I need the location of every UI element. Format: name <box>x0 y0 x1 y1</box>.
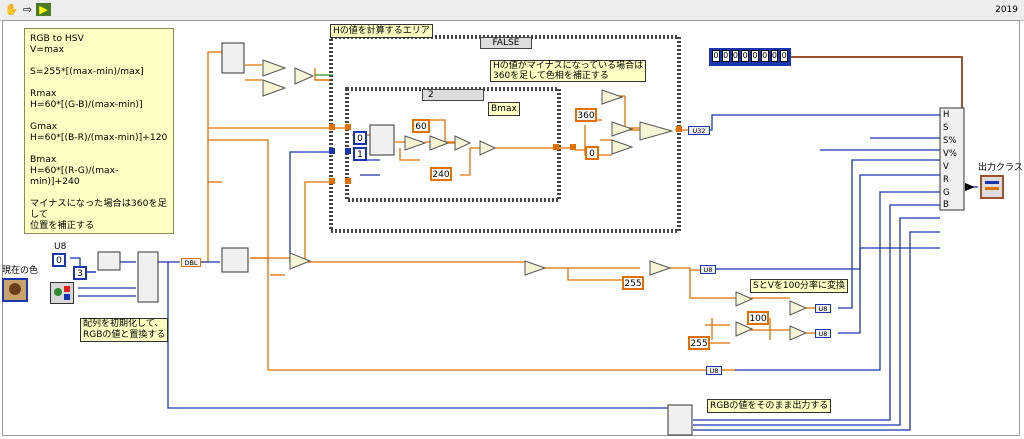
arrow-icon[interactable]: ⇨ <box>22 3 33 16</box>
bundle-field-v-percent: V% <box>943 149 957 159</box>
bundle-field-g: G <box>943 188 950 198</box>
function-nodes <box>262 59 808 341</box>
array-nodes <box>97 42 965 436</box>
bmax-label: Bmax <box>488 102 520 116</box>
digit: 0 <box>760 50 769 62</box>
u8-tag-d: U8 <box>706 366 722 375</box>
array-init-label: 配列を初期化して、 RGBの値と置換する <box>80 318 169 342</box>
digit: 0 <box>731 50 740 62</box>
diagram-frame <box>2 20 1020 436</box>
digit: 0 <box>741 50 749 62</box>
cluster-row-icon <box>985 187 999 190</box>
blue-swatch-icon <box>64 294 70 300</box>
output-cluster-label: 出力クラスタ <box>978 163 1024 173</box>
version-label: 2019 <box>995 5 1018 15</box>
constant-three-sixty[interactable]: 360 <box>575 108 597 122</box>
constant-hundred[interactable]: 100 <box>747 311 769 325</box>
bundle-field-s-percent: S% <box>943 136 957 146</box>
constant-two-fifty-five-b[interactable]: 255 <box>688 336 710 350</box>
orange-wires <box>200 51 815 371</box>
blue-tunnels <box>329 148 351 154</box>
digit-display[interactable]: 0 0 0 0 0 0 0 0 <box>709 48 791 66</box>
u8-tag-c: U8 <box>815 329 831 338</box>
red-swatch-icon <box>64 286 70 292</box>
bundle-arrow <box>965 183 975 191</box>
dbl-conversion-tag: DBL <box>181 258 201 267</box>
brown-wire <box>791 56 963 110</box>
color-to-rgb-node[interactable] <box>50 282 74 304</box>
constant-two-forty[interactable]: 240 <box>430 167 452 181</box>
outer-case-selector[interactable]: FALSE <box>480 37 532 49</box>
digit: 0 <box>770 50 779 62</box>
digit: 0 <box>780 50 788 62</box>
bundle-field-s: S <box>943 123 949 133</box>
constant-two-fifty-five-a[interactable]: 255 <box>622 276 644 290</box>
u8-tag-b: U8 <box>815 304 831 313</box>
u8-tag-a: U8 <box>700 265 716 274</box>
run-highlight-icon[interactable]: ▶ <box>36 3 51 16</box>
bundle-field-b: B <box>943 200 949 210</box>
h-area-label: Hの値を計算するエリア <box>330 24 433 38</box>
constant-one-inner[interactable]: 1 <box>353 147 367 161</box>
inner-case-selector[interactable]: 2 <box>422 89 484 101</box>
digit: 0 <box>751 50 759 62</box>
constant-zero-right[interactable]: 0 <box>585 146 599 160</box>
digit: 0 <box>712 50 720 62</box>
digit: 0 <box>721 50 730 62</box>
cluster-icon <box>985 181 999 184</box>
bundle-field-r: R <box>943 175 949 185</box>
constant-zero-inner[interactable]: 0 <box>353 131 367 145</box>
rgb-output-label: RGBの値をそのまま出力する <box>707 399 832 413</box>
u32-conversion-tag: U32 <box>688 126 710 135</box>
blue-wires <box>70 114 978 431</box>
current-color-label: 現在の色 <box>2 266 39 276</box>
s-v-convert-label: SとVを100分率に変換 <box>750 279 849 293</box>
tunnels <box>329 124 682 184</box>
algorithm-note: RGB to HSV V=max S=255*[(max-min)/max] R… <box>24 28 174 234</box>
constant-zero-top[interactable]: 0 <box>52 253 66 267</box>
bundle-field-h: H <box>943 110 950 120</box>
hand-icon[interactable]: ✋ <box>4 3 19 16</box>
color-node-icon <box>54 288 62 296</box>
output-cluster-indicator[interactable] <box>980 175 1004 199</box>
constant-three[interactable]: 3 <box>73 266 87 280</box>
face-icon <box>9 283 21 295</box>
h-negative-label: Hの値がマイナスになっている場合は 360を足して色相を補正する <box>490 60 647 82</box>
u8-label: U8 <box>54 242 67 252</box>
bundle-field-v: V <box>943 162 949 172</box>
current-color-terminal[interactable] <box>2 278 28 302</box>
constant-sixty[interactable]: 60 <box>412 119 430 133</box>
